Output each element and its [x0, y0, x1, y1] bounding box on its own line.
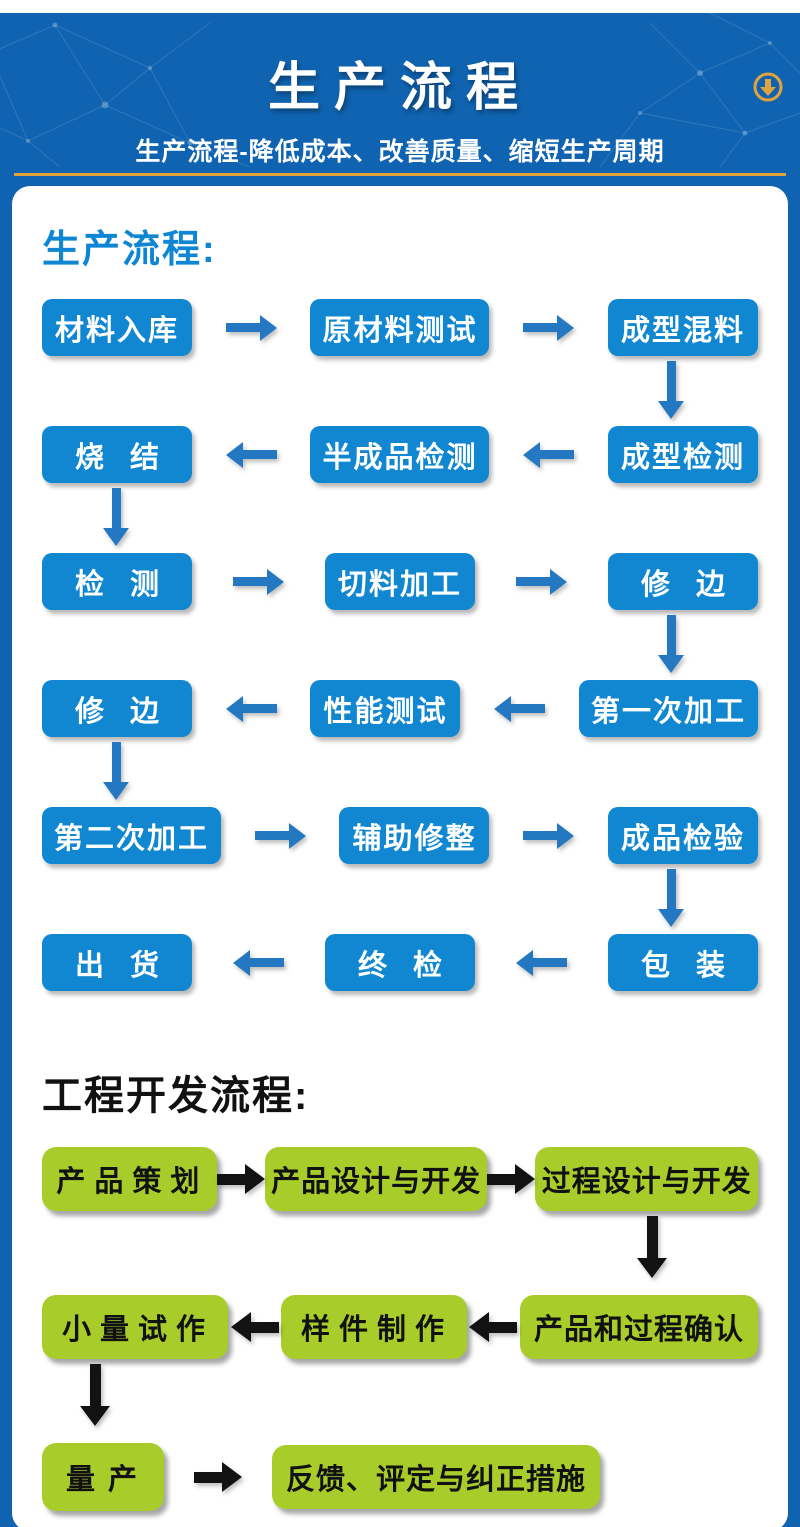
arrow-right-icon	[225, 314, 277, 341]
production-flow-diagram: 材料入库原材料测试成型混料烧结半成品检测成型检测检测切料加工修边修边性能测试第一…	[42, 299, 758, 991]
flow-connector	[42, 483, 758, 553]
accent-divider	[14, 173, 786, 176]
flow-box: 终检	[325, 934, 475, 991]
arrow-left-icon	[494, 695, 546, 722]
flow-box: 辅助修整	[339, 807, 490, 864]
flow-connector	[42, 864, 758, 934]
arrow-down-icon	[80, 1364, 110, 1426]
flow-box: 出货	[42, 934, 192, 991]
arrow-left-icon	[225, 441, 277, 468]
flow-box: 切料加工	[325, 553, 475, 610]
arrow-right-icon	[254, 822, 306, 849]
network-pattern	[0, 13, 800, 167]
flow-row: 检测 切料加工 修边	[42, 553, 758, 610]
flow-box: 第二次加工	[42, 807, 222, 864]
flow-box: 烧结	[42, 426, 192, 483]
flow-box: 产品策划	[42, 1147, 217, 1211]
flow-row: 产品策划产品设计与开发过程设计与开发	[42, 1147, 758, 1211]
engineering-flow-heading: 工程开发流程:	[42, 1074, 310, 1118]
flow-row: 修边 性能测试 第一次加工	[42, 680, 758, 737]
flow-box: 产品和过程确认	[519, 1295, 758, 1359]
arrow-down-icon	[637, 1216, 667, 1278]
arrow-down-icon	[658, 615, 684, 673]
arrow-right-icon	[194, 1462, 243, 1492]
flow-connector	[42, 356, 758, 426]
flow-row: 出货 终检 包装	[42, 934, 758, 991]
page-subtitle: 生产流程-降低成本、改善质量、缩短生产周期	[135, 138, 665, 166]
flow-box: 原材料测试	[310, 299, 490, 356]
arrow-left-icon	[523, 441, 575, 468]
flow-box: 检测	[42, 553, 192, 610]
flow-box: 成品检验	[607, 807, 758, 864]
flow-connector	[42, 1359, 758, 1443]
flow-row: 材料入库 原材料测试 成型混料	[42, 299, 758, 356]
arrow-right-icon	[523, 822, 575, 849]
download-circle-icon	[752, 71, 784, 103]
arrow-down-icon	[658, 361, 684, 419]
arrow-left-icon	[233, 949, 284, 976]
arrow-left-icon	[230, 1312, 279, 1342]
flow-box: 修边	[42, 680, 192, 737]
production-flow-heading: 生产流程:	[42, 229, 217, 271]
arrow-left-icon	[516, 949, 567, 976]
flow-row: 第二次加工 辅助修整 成品检验	[42, 807, 758, 864]
flow-connector	[42, 610, 758, 680]
flow-connector	[42, 1211, 758, 1295]
arrow-right-icon	[233, 568, 284, 595]
arrow-right-icon	[516, 568, 567, 595]
flow-box: 修边	[608, 553, 758, 610]
arrow-right-icon	[523, 314, 575, 341]
flow-box: 小量试作	[42, 1295, 229, 1359]
flow-box: 量产	[42, 1443, 165, 1511]
arrow-down-icon	[103, 488, 129, 546]
arrow-right-icon	[487, 1164, 536, 1194]
flow-box: 成型混料	[607, 299, 758, 356]
flow-box: 样件制作	[280, 1295, 467, 1359]
flow-row: 小量试作样件制作产品和过程确认	[42, 1295, 758, 1359]
flow-row: 量产 反馈、评定与纠正措施	[42, 1443, 758, 1511]
flow-box: 反馈、评定与纠正措施	[272, 1445, 601, 1509]
top-white-strip	[0, 0, 800, 13]
content-card: 生产流程: 材料入库原材料测试成型混料烧结半成品检测成型检测检测切料加工修边修边…	[12, 186, 788, 1527]
engineering-flow-diagram: 产品策划产品设计与开发过程设计与开发小量试作样件制作产品和过程确认量产反馈、评定…	[42, 1147, 758, 1511]
arrow-right-icon	[216, 1164, 265, 1194]
flow-connector	[42, 737, 758, 807]
flow-row: 烧结 半成品检测 成型检测	[42, 426, 758, 483]
flow-box: 性能测试	[310, 680, 461, 737]
arrow-left-icon	[469, 1312, 518, 1342]
header: 生产流程 生产流程-降低成本、改善质量、缩短生产周期	[0, 13, 800, 167]
flow-box: 第一次加工	[578, 680, 758, 737]
arrow-down-icon	[103, 742, 129, 800]
flow-box: 产品设计与开发	[264, 1147, 488, 1211]
flow-box: 包装	[608, 934, 758, 991]
flow-box: 过程设计与开发	[535, 1147, 758, 1211]
flow-box: 半成品检测	[310, 426, 490, 483]
flow-box: 材料入库	[42, 299, 192, 356]
arrow-down-icon	[658, 869, 684, 927]
page-title: 生产流程	[267, 59, 532, 117]
arrow-left-icon	[225, 695, 277, 722]
flow-box: 成型检测	[607, 426, 758, 483]
